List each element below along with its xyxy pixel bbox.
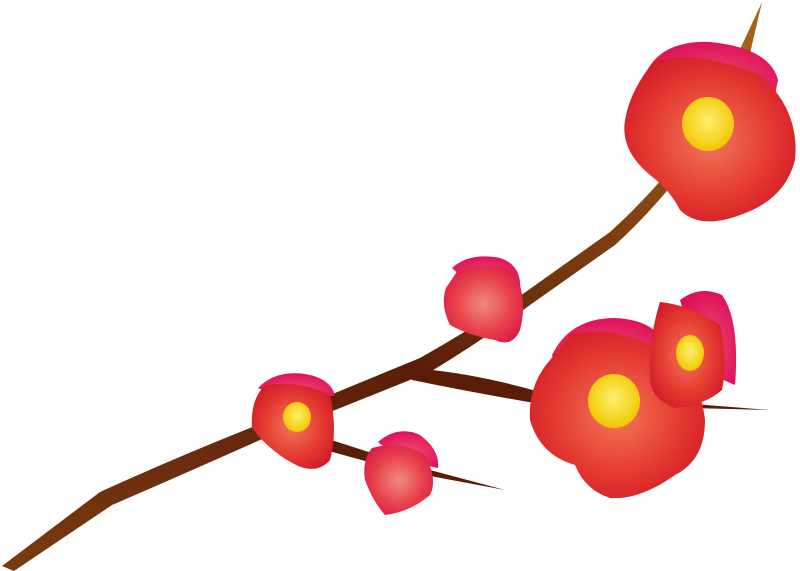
stamen [682, 97, 734, 151]
bud-middle [443, 256, 524, 343]
stamen [283, 402, 311, 432]
main-branch [2, 2, 762, 571]
bud-lower [364, 431, 439, 515]
flower-top-right [624, 41, 796, 222]
flower-lower-left [251, 373, 335, 469]
flower-side [649, 291, 737, 408]
stamen [676, 335, 704, 371]
stamen [588, 374, 640, 428]
